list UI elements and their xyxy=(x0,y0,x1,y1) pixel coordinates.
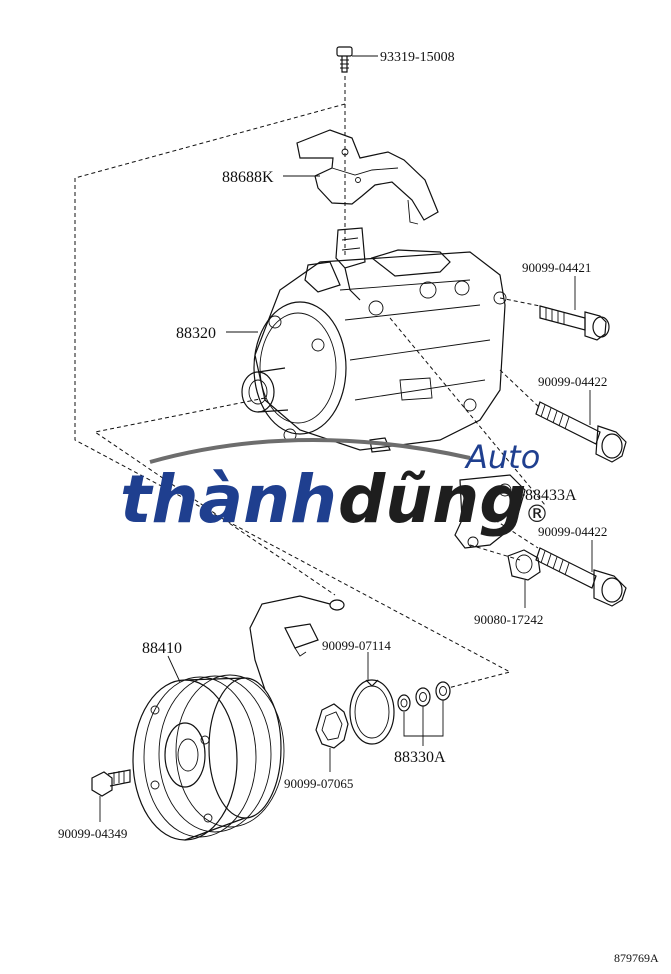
label-snap-ring: 90099-07114 xyxy=(322,638,391,653)
label-bolt-3: 90099-04422 xyxy=(538,524,607,539)
watermark-brand-a: thành xyxy=(120,461,337,538)
assembly-dashed-lines xyxy=(74,76,546,689)
watermark-registered: ® xyxy=(525,500,549,528)
label-plate: 88433A xyxy=(525,487,577,504)
plate-drawing xyxy=(454,474,526,549)
part-labels: 93319-15008 88688K 88320 90099-04421 900… xyxy=(58,50,659,965)
watermark: Auto thành dũng ® xyxy=(120,437,549,538)
watermark-brand-b: dũng xyxy=(338,461,526,538)
snap-ring-drawing xyxy=(349,679,395,745)
clutch-pulley-drawing xyxy=(132,595,345,841)
label-retainer: 90099-07065 xyxy=(284,776,353,791)
leader-lines xyxy=(99,55,593,822)
label-compressor: 88320 xyxy=(176,325,216,342)
bolt-3-drawing xyxy=(535,547,627,607)
label-clutch: 88410 xyxy=(142,640,182,657)
label-bolt-1: 90099-04421 xyxy=(522,260,591,275)
label-bracket: 88688K xyxy=(222,169,274,186)
compressor-drawing xyxy=(241,227,507,453)
label-bolt-top: 93319-15008 xyxy=(380,50,455,65)
retainer-drawing xyxy=(315,703,349,749)
label-figure-code: 879769A xyxy=(614,951,659,965)
bracket-drawing xyxy=(296,129,439,225)
small-bolt-drawing xyxy=(91,769,131,797)
top-bolt-drawing xyxy=(336,46,353,73)
bolt-1-drawing xyxy=(539,305,610,341)
watermark-auto: Auto xyxy=(464,438,540,476)
label-nut: 90080-17242 xyxy=(474,612,543,627)
nut-drawing xyxy=(507,549,541,581)
label-small-bolt: 90099-04349 xyxy=(58,826,127,841)
label-bolt-2: 90099-04422 xyxy=(538,374,607,389)
label-shim-set: 88330A xyxy=(394,749,446,766)
shims-drawing xyxy=(397,681,451,712)
bolt-2-drawing xyxy=(535,401,627,463)
